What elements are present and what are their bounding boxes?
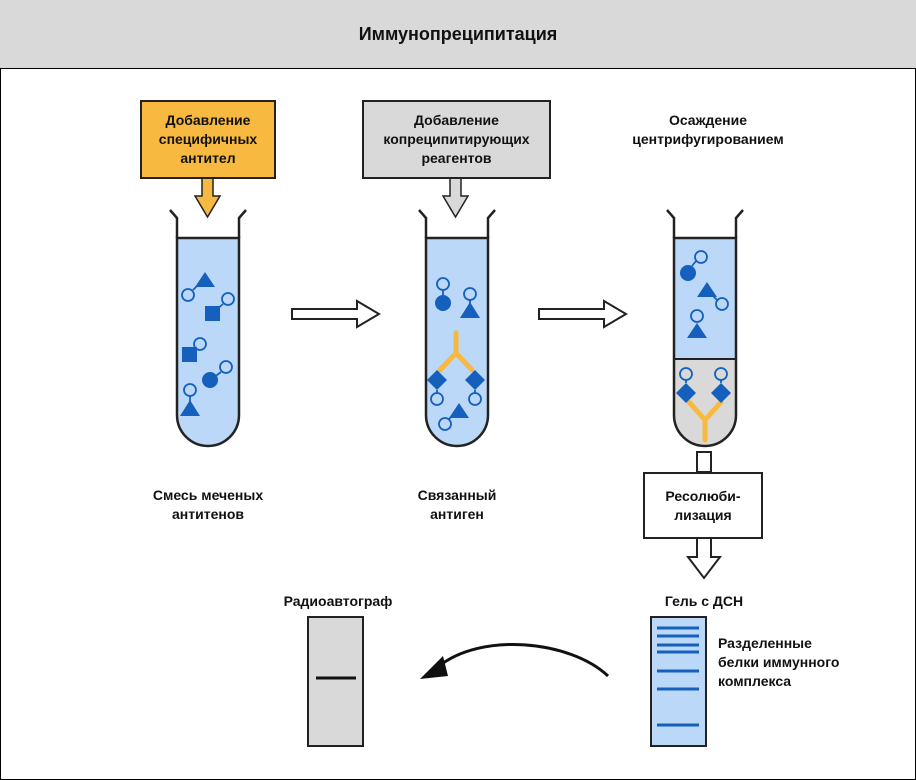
arrow-tube2-to-tube3 xyxy=(538,299,628,329)
label-autoradiograph: Радиоавтограф xyxy=(283,593,393,609)
callout-resolubilization-label: Ресолюби- лизация xyxy=(665,487,741,523)
autoradiograph-film xyxy=(307,616,364,747)
curved-arrow-gel-to-film xyxy=(420,643,610,679)
label-centrifugation: Осаждение центрифугированием xyxy=(632,112,784,147)
callout-add-specific-antibodies: Добавление специфичных антител xyxy=(140,100,276,179)
gray-callout-pointer xyxy=(441,177,470,219)
arrow-tube1-to-tube2 xyxy=(291,299,381,329)
label-bound-antigen: Связанный антиген xyxy=(417,487,497,522)
sds-gel xyxy=(650,616,707,747)
tube-2 xyxy=(418,209,496,448)
callout-add-coprecipitating-reagents-label: Добавление копреципитирующих реагентов xyxy=(383,112,530,166)
title-bar: Иммунопреципитация xyxy=(0,0,916,68)
tube-1 xyxy=(169,209,247,448)
callout-add-specific-antibodies-label: Добавление специфичных антител xyxy=(158,112,258,166)
diagram-title: Иммунопреципитация xyxy=(358,23,558,44)
label-sds-gel: Гель с ДСН xyxy=(664,593,744,609)
orange-callout-pointer xyxy=(193,177,222,219)
label-separated-proteins: Разделенные белки иммунного комплекса xyxy=(718,635,840,689)
callout-resolubilization: Ресолюби- лизация xyxy=(643,472,763,539)
callout-add-coprecipitating-reagents: Добавление копреципитирующих реагентов xyxy=(362,100,551,179)
label-labeled-antigens-mix: Смесь меченых антитенов xyxy=(152,487,264,522)
tube-3 xyxy=(666,209,744,448)
